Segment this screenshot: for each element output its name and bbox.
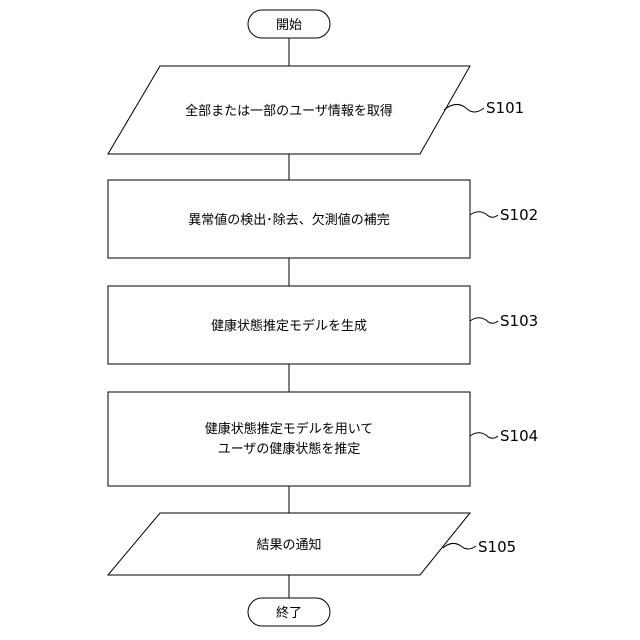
step-s101: 全部または一部のユーザ情報を取得 S101 — [108, 66, 524, 154]
step-s102-text: 異常値の検出･除去、欠測値の補完 — [188, 212, 390, 228]
step-s105-leader — [443, 543, 476, 549]
start-terminal-label: 開始 — [276, 18, 302, 33]
start-terminal: 開始 — [248, 10, 330, 38]
step-s101-label: S101 — [486, 99, 524, 117]
step-s105: 結果の通知 S105 — [108, 513, 516, 575]
step-s104-shape — [108, 392, 470, 486]
step-s103-leader — [470, 318, 498, 324]
step-s105-text: 結果の通知 — [256, 537, 321, 553]
step-s101-leader — [444, 104, 484, 112]
step-s103: 健康状態推定モデルを生成 S103 — [108, 286, 538, 364]
step-s105-label: S105 — [478, 538, 516, 556]
step-s102: 異常値の検出･除去、欠測値の補完 S102 — [108, 180, 538, 258]
step-s102-label: S102 — [500, 206, 538, 224]
step-s104-leader — [470, 433, 498, 439]
step-s101-text: 全部または一部のユーザ情報を取得 — [185, 103, 393, 119]
end-terminal-label: 終了 — [276, 605, 302, 621]
step-s104: 健康状態推定モデルを用いて ユーザの健康状態を推定 S104 — [108, 392, 538, 486]
step-s103-label: S103 — [500, 312, 538, 330]
step-s103-text: 健康状態推定モデルを生成 — [211, 318, 367, 334]
step-s102-leader — [470, 212, 498, 218]
end-terminal: 終了 — [248, 598, 330, 626]
step-s104-label: S104 — [500, 427, 538, 445]
step-s104-text-line-2: ユーザの健康状態を推定 — [218, 441, 361, 457]
step-s104-text-line-1: 健康状態推定モデルを用いて — [205, 421, 374, 437]
